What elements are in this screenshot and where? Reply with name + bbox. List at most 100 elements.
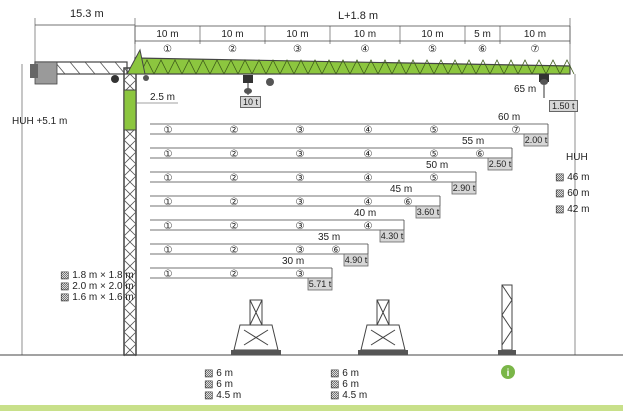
config-segment-id: ① xyxy=(164,173,173,184)
config-segment-id: ③ xyxy=(296,221,305,232)
segment-id: ⑥ xyxy=(478,44,487,55)
config-segment-id: ⑤ xyxy=(430,149,439,160)
config-length: 50 m xyxy=(426,160,448,171)
svg-text:i: i xyxy=(507,368,510,379)
trolley-hook xyxy=(111,74,549,98)
base-left-2: ▨ 6 m xyxy=(204,379,233,390)
config-segment-id: ⑥ xyxy=(332,245,341,256)
segment-length: 10 m xyxy=(221,29,243,40)
segment-length: 5 m xyxy=(474,29,491,40)
config-load: 2.00 t xyxy=(525,135,548,145)
base-dims-left: ▨ 6 m ▨ 6 m ▨ 4.5 m xyxy=(204,368,241,401)
config-segment-id: ② xyxy=(230,173,239,184)
config-segment-id: ④ xyxy=(364,125,373,136)
config-segment-id: ③ xyxy=(296,197,305,208)
config-segment-id: ④ xyxy=(364,149,373,160)
config-segment-id: ⑤ xyxy=(430,173,439,184)
segment-id: ② xyxy=(228,44,237,55)
config-segment-id: ② xyxy=(230,197,239,208)
config-load-badge-bg xyxy=(307,277,333,291)
config-length: 55 m xyxy=(462,136,484,147)
jib-total-length: L+1.8 m xyxy=(338,10,379,22)
config-row: ① ② ③ ④ ⑥ 45 m 3.60 t xyxy=(150,184,441,219)
segment-length: 10 m xyxy=(524,29,546,40)
tower-mast xyxy=(123,67,137,357)
config-segment-id: ① xyxy=(164,125,173,136)
base-dims-right: ▨ 6 m ▨ 6 m ▨ 4.5 m xyxy=(330,368,367,401)
config-row: ① ② ③ ⑥ 35 m 4.90 t xyxy=(150,232,369,267)
config-segment-id: ③ xyxy=(296,173,305,184)
config-segment-id: ⑥ xyxy=(476,149,485,160)
config-segment-id: ③ xyxy=(296,245,305,256)
config-segment-id: ⑥ xyxy=(404,197,413,208)
config-segment-id: ③ xyxy=(296,149,305,160)
config-load-badge-bg xyxy=(379,229,405,243)
height-46: ▨ 46 m xyxy=(555,172,590,183)
config-segment-id: ③ xyxy=(296,125,305,136)
config-load: 3.60 t xyxy=(417,207,440,217)
segment-id: ③ xyxy=(293,44,302,55)
config-segment-id: ① xyxy=(164,149,173,160)
config-load: 4.30 t xyxy=(381,231,404,241)
config-segment-id: ① xyxy=(164,197,173,208)
config-segment-id: ⑦ xyxy=(512,125,521,136)
mast-size-3: ▨ 1.6 m × 1.6 m xyxy=(60,292,134,303)
tip-offset-label: 65 m xyxy=(514,84,537,95)
segment-length: 10 m xyxy=(354,29,376,40)
base-tower-slim xyxy=(498,284,516,355)
counter-jib xyxy=(30,61,128,85)
segment-length: 10 m xyxy=(421,29,443,40)
segment-length: 10 m xyxy=(286,29,308,40)
info-icon[interactable]: i xyxy=(501,365,515,379)
right-heights: ▨ 46 m ▨ 60 m ▨ 42 m xyxy=(555,170,589,218)
hook-load-badge: 10 t xyxy=(240,96,262,108)
base-left-3: ▨ 4.5 m xyxy=(204,390,242,401)
counter-jib-length: 15.3 m xyxy=(70,8,104,20)
config-length: 35 m xyxy=(318,232,340,243)
config-segment-id: ④ xyxy=(364,173,373,184)
config-length: 40 m xyxy=(354,208,376,219)
config-segment-id: ② xyxy=(230,269,239,280)
main-jib xyxy=(126,48,575,75)
config-load-badge-bg xyxy=(343,253,369,267)
config-segment-id: ② xyxy=(230,149,239,160)
config-segment-id: ① xyxy=(164,245,173,256)
base-right-1: ▨ 6 m xyxy=(330,368,359,379)
ground-strip xyxy=(0,405,623,411)
config-segment-id: ② xyxy=(230,125,239,136)
mast-size-2: ▨ 2.0 m × 2.0 m xyxy=(60,281,134,292)
mast-sizes: ▨ 1.8 m × 1.8 m ▨ 2.0 m × 2.0 m ▨ 1.6 m … xyxy=(60,270,134,303)
config-load: 5.71 t xyxy=(309,279,332,289)
trolley-offset-label: 2.5 m xyxy=(150,92,176,103)
config-segment-id: ② xyxy=(230,245,239,256)
base-left-1: ▨ 6 m xyxy=(204,368,233,379)
config-segment-id: ① xyxy=(164,269,173,280)
config-segment-id: ② xyxy=(230,221,239,232)
config-length: 45 m xyxy=(390,184,412,195)
tip-load-badge: 1.50 t xyxy=(549,100,578,112)
config-segment-id: ④ xyxy=(364,197,373,208)
height-right-label: HUH xyxy=(566,152,588,163)
config-load-badge-bg xyxy=(415,205,441,219)
config-segment-id: ⑤ xyxy=(430,125,439,136)
config-load: 4.90 t xyxy=(345,255,368,265)
config-load-badge-bg xyxy=(451,181,477,195)
base-tower-right xyxy=(358,299,408,355)
base-right-3: ▨ 4.5 m xyxy=(330,390,368,401)
segment-id: ⑦ xyxy=(531,44,540,55)
config-segment-id: ③ xyxy=(296,269,305,280)
segment-length: 10 m xyxy=(156,29,178,40)
segment-id: ④ xyxy=(361,44,370,55)
counterweight xyxy=(34,61,58,85)
base-right-2: ▨ 6 m xyxy=(330,379,359,390)
config-length: 30 m xyxy=(282,256,304,267)
config-load: 2.50 t xyxy=(489,159,512,169)
segment-id: ① xyxy=(163,44,172,55)
